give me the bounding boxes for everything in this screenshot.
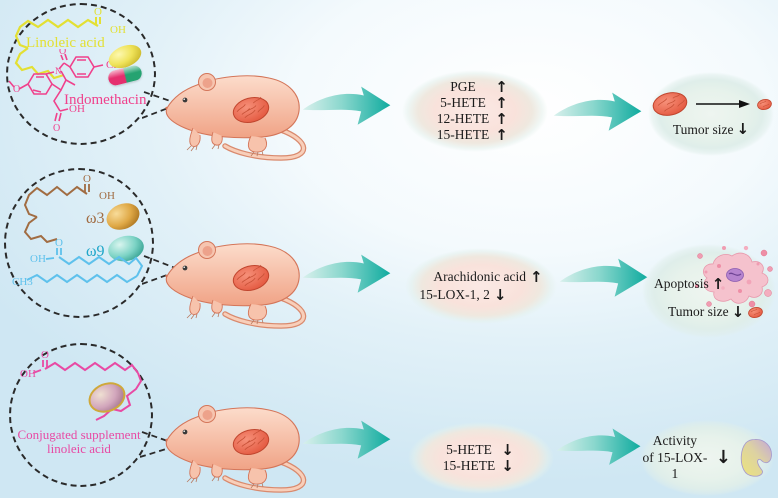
up-arrow-icon: ↑ [530, 267, 543, 286]
outcome-text: Activity of 15-LOX-1 [640, 433, 710, 484]
outcome-content: Tumor size ↓ [650, 91, 773, 138]
effect-label: 15-HETE [436, 127, 490, 142]
effects-list: PGE ↑ 5-HETE ↑ 12-HETE ↑ 15-HETE ↑ [437, 79, 513, 143]
outcome-label: Tumor size [668, 304, 729, 319]
atom-label: O [94, 7, 102, 18]
fatty-acid-chain-structure: O OH CH3 [12, 238, 144, 288]
outcome-oval-1: Tumor size ↓ [648, 72, 774, 156]
atom-label: OH [30, 253, 46, 265]
atom-label: OH [110, 24, 126, 36]
omega3-label: ω3 [86, 210, 105, 227]
treatment-bubble-conjugated-linoleic [9, 343, 153, 487]
treatment-bubble-linoleic-indomethacin [6, 3, 156, 145]
outcome-oval-3: Activity of 15-LOX-1 ↓ [640, 420, 774, 496]
effect-label: Arachidonic acid [433, 269, 526, 284]
effect-label: 5-HETE [446, 442, 492, 457]
tumor-shrink-graphic [650, 91, 773, 118]
small-tumor-icon [748, 306, 764, 318]
apoptotic-cell-icon [695, 246, 773, 308]
caption-line-1: Conjugated supplement [17, 427, 141, 442]
flow-arrow [558, 256, 650, 302]
small-tumor-icon [756, 98, 772, 110]
atom-label: O [59, 49, 66, 57]
compound-label-linoleic-acid: Linoleic acid [26, 35, 105, 51]
linoleic-acid-structure: O OH [14, 7, 126, 80]
conjugated-linoleic-structure: O OH [20, 349, 143, 421]
down-arrow-icon: ↓ [715, 447, 731, 468]
omega9-label: ω9 [86, 243, 105, 260]
enzyme-15-lox-icon [740, 439, 772, 477]
flow-arrow [550, 90, 646, 136]
effects-oval-1: PGE ↑ 5-HETE ↑ 12-HETE ↑ 15-HETE ↑ [402, 70, 548, 152]
down-arrow-icon: ↓ [736, 120, 750, 138]
down-arrow-icon: ↓ [731, 302, 745, 321]
mouse-1 [163, 70, 323, 165]
effect-line: 15-LOX-1, 2 ↓ [419, 287, 542, 303]
up-arrow-icon: ↑ [495, 109, 508, 128]
outcome-content: Activity of 15-LOX-1 ↓ [640, 433, 774, 484]
treatment-bubble-omega-fatty-acids [4, 168, 154, 318]
down-arrow-icon: ↓ [493, 285, 507, 304]
up-arrow-icon: ↑ [495, 77, 508, 96]
omega3-fatty-acid-structure: O OH [23, 174, 115, 244]
outcome-line: Apoptosis ↑ [654, 276, 724, 292]
effect-label: 12-HETE [436, 111, 490, 126]
atom-label: OH [99, 190, 115, 202]
effect-label: 15-LOX-1, 2 [419, 287, 490, 302]
effects-list: 5-HETE ↓ 15-HETE ↓ [443, 442, 519, 474]
effect-label: 5-HETE [440, 95, 486, 110]
mouse-3 [163, 402, 323, 497]
up-arrow-icon: ↑ [711, 274, 725, 293]
atom-label: O [13, 84, 20, 95]
atom-label: O [41, 349, 49, 361]
outcome-oval-2: Apoptosis ↑ Tumor size ↓ [642, 244, 776, 338]
effects-list: Arachidonic acid ↑ 15-LOX-1, 2 ↓ [419, 269, 542, 303]
flow-arrow [302, 418, 392, 464]
shrink-arrow-icon [695, 100, 750, 108]
atom-label: OH [20, 368, 36, 380]
up-arrow-icon: ↑ [495, 93, 508, 112]
down-arrow-icon: ↓ [501, 440, 514, 459]
up-arrow-icon: ↑ [495, 125, 508, 144]
caption-line-2: linoleic acid [47, 441, 111, 457]
atom-label: CH3 [12, 276, 33, 288]
effect-label: PGE [450, 79, 476, 94]
outcome-line-1: Activity [652, 432, 698, 448]
flow-arrow [302, 84, 392, 130]
effects-oval-2: Arachidonic acid ↑ 15-LOX-1, 2 ↓ [405, 248, 557, 324]
atom-label: O [83, 174, 91, 185]
atom-label: O [53, 123, 60, 134]
large-tumor-icon [652, 91, 687, 116]
flow-arrow [302, 252, 392, 298]
effect-line: Arachidonic acid ↑ [433, 269, 542, 285]
outcome-line: Tumor size ↓ [668, 304, 764, 320]
compound-label-indomethacin: Indomethacin [64, 92, 147, 108]
compound-caption: Conjugated supplement linoleic acid [16, 427, 142, 457]
outcome-label: Apoptosis [654, 276, 709, 291]
mouse-2 [163, 238, 323, 333]
atom-label: OH [69, 103, 85, 115]
effects-oval-3: 5-HETE ↓ 15-HETE ↓ [408, 422, 554, 494]
atom-label: O [55, 238, 63, 249]
outcome-label: Tumor size [672, 121, 734, 137]
down-arrow-icon: ↓ [501, 456, 514, 475]
atom-label: N [55, 66, 62, 76]
flow-arrow [552, 426, 646, 470]
outcome-line: Tumor size ↓ [673, 122, 749, 138]
effect-label: 15-HETE [442, 458, 496, 473]
outcome-line-2: of 15-LOX-1 [642, 449, 708, 482]
